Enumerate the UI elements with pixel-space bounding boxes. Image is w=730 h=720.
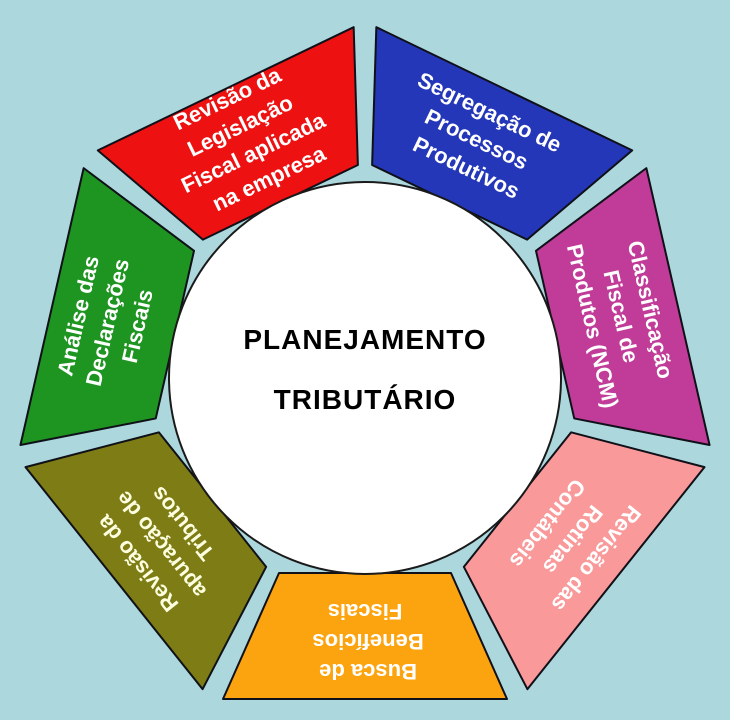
segment-shape	[371, 26, 634, 241]
segment-label-line: Busca de	[319, 659, 417, 684]
segment-label: Busca de Benefícios Fiscais	[306, 599, 423, 684]
segment-shape	[19, 167, 196, 447]
segment-shape	[24, 431, 268, 691]
segment-revisao-apuracao-tributos: Revisão da apuração de Tributos	[24, 431, 268, 691]
center-circle	[168, 181, 562, 575]
segment-shape	[534, 167, 711, 447]
diagram-title-line2: TRIBUTÁRIO	[274, 384, 457, 415]
segment-label-line: Benefícios	[312, 629, 423, 654]
diagram-title-line1: PLANEJAMENTO	[243, 324, 486, 355]
segment-shape	[222, 572, 508, 700]
segment-revisao-legislacao-fiscal: Revisão da Legislação Fiscal aplicada na…	[96, 26, 359, 241]
segment-busca-beneficios-fiscais: Busca de Benefícios Fiscais	[222, 572, 508, 700]
segment-shape	[462, 431, 706, 691]
segment-analise-declaracoes-fiscais: Análise das Declarações Fiscais	[19, 167, 196, 447]
segment-classificacao-fiscal-produtos: Classificação Fiscal de Produtos (NCM)	[534, 167, 711, 447]
segment-label-line: Fiscais	[328, 599, 403, 624]
segment-shape	[96, 26, 359, 241]
